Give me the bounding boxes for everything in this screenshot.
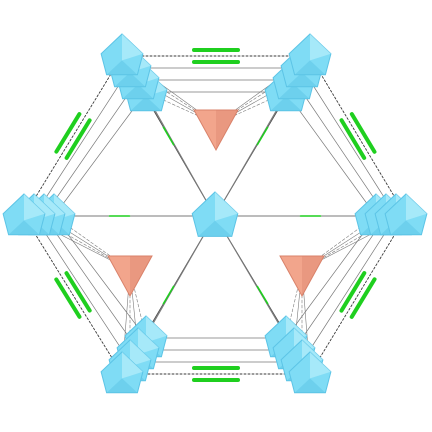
rim-edge-line <box>43 79 139 217</box>
rim-edge-line <box>23 55 123 217</box>
green-accent-bar <box>339 271 367 313</box>
green-accent-bar <box>54 277 82 319</box>
node-facet-dark <box>270 96 302 111</box>
rim-edge-line <box>309 215 407 375</box>
rim-edge-line <box>301 67 397 217</box>
node-facet-dark <box>294 378 326 393</box>
triangle-node-shade <box>302 256 324 296</box>
node-facet-dark <box>106 378 138 393</box>
center-node <box>191 191 239 237</box>
cluster-node <box>100 351 144 394</box>
green-accent-bar <box>339 118 367 160</box>
node-facet-light <box>310 34 331 61</box>
rim-edge-line <box>285 91 377 217</box>
node-facet-light <box>406 194 427 221</box>
green-accent-bar <box>54 112 82 154</box>
rim-edge-line <box>33 67 131 217</box>
triangle-node-shade <box>130 256 152 296</box>
node-facet-dark <box>278 84 310 99</box>
rim-edge-line <box>53 215 147 339</box>
node-facet-light <box>310 352 331 379</box>
rim-edge-line <box>23 215 123 375</box>
node-facet-light <box>138 328 159 355</box>
spoke-accent <box>162 285 175 305</box>
node-facet-light <box>24 194 45 221</box>
node-facet-light <box>130 340 151 367</box>
node-facet-dark <box>8 220 40 235</box>
green-accent-bar <box>349 112 377 154</box>
cluster-node <box>288 33 332 76</box>
rim-edge-line <box>53 91 147 217</box>
rim-edge-line <box>33 215 131 363</box>
node-facet-dark <box>130 96 162 111</box>
node-facet-light <box>215 192 238 221</box>
node-facet-light <box>122 34 143 61</box>
spoke-accent <box>256 285 269 305</box>
spoke-accent <box>256 126 269 146</box>
vertex-node-layer <box>2 33 428 394</box>
node-facet-dark <box>122 84 154 99</box>
rim-edge-line <box>309 55 407 217</box>
node-facet-dark <box>106 60 138 75</box>
rim-edge-line <box>301 215 397 363</box>
triangle-node-shade <box>216 110 238 150</box>
triangle-node <box>279 255 325 298</box>
node-facet-dark <box>114 72 146 87</box>
cluster-node <box>384 193 428 236</box>
cluster-node <box>288 351 332 394</box>
green-accent-bar <box>64 118 92 160</box>
triangle-node <box>193 109 239 152</box>
rim-edge-line <box>293 79 387 217</box>
accent-bar-layer <box>54 48 377 382</box>
rim-edge-line <box>293 215 387 351</box>
node-facet-dark <box>198 220 232 237</box>
green-accent-bar <box>64 271 92 313</box>
triangle-node <box>107 255 153 298</box>
spoke-accent <box>162 126 175 146</box>
node-facet-light <box>122 352 143 379</box>
node-facet-dark <box>294 60 326 75</box>
node-facet-dark <box>286 72 318 87</box>
triangle-node-layer <box>107 109 325 298</box>
node-facet-dark <box>390 220 422 235</box>
rim-edge-line <box>43 215 139 351</box>
cluster-node <box>2 193 46 236</box>
node-facet-light <box>146 316 167 343</box>
green-accent-bar <box>349 277 377 319</box>
cluster-node <box>100 33 144 76</box>
